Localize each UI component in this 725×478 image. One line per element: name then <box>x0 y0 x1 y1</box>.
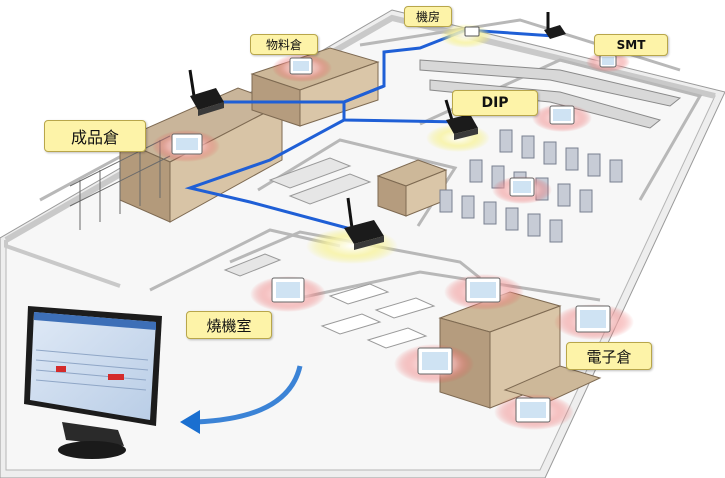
sensor-display-icon <box>171 54 617 423</box>
burn-in-desks <box>320 283 436 349</box>
label-server-room: 機房 <box>404 6 452 27</box>
wireless-gateway-icon <box>188 12 566 250</box>
computer-monitor-icon <box>24 306 162 459</box>
center-storage <box>376 159 448 217</box>
network-links <box>184 28 555 234</box>
label-dip: DIP <box>452 90 538 116</box>
office-desks <box>223 157 372 277</box>
label-finished-goods-warehouse: 成品倉 <box>44 120 146 152</box>
label-smt: SMT <box>594 34 668 56</box>
label-burn-in-room: 燒機室 <box>186 311 272 339</box>
label-material-warehouse: 物料倉 <box>250 34 318 55</box>
data-flow-arrow <box>180 365 303 434</box>
label-electronics-warehouse: 電子倉 <box>566 342 652 370</box>
